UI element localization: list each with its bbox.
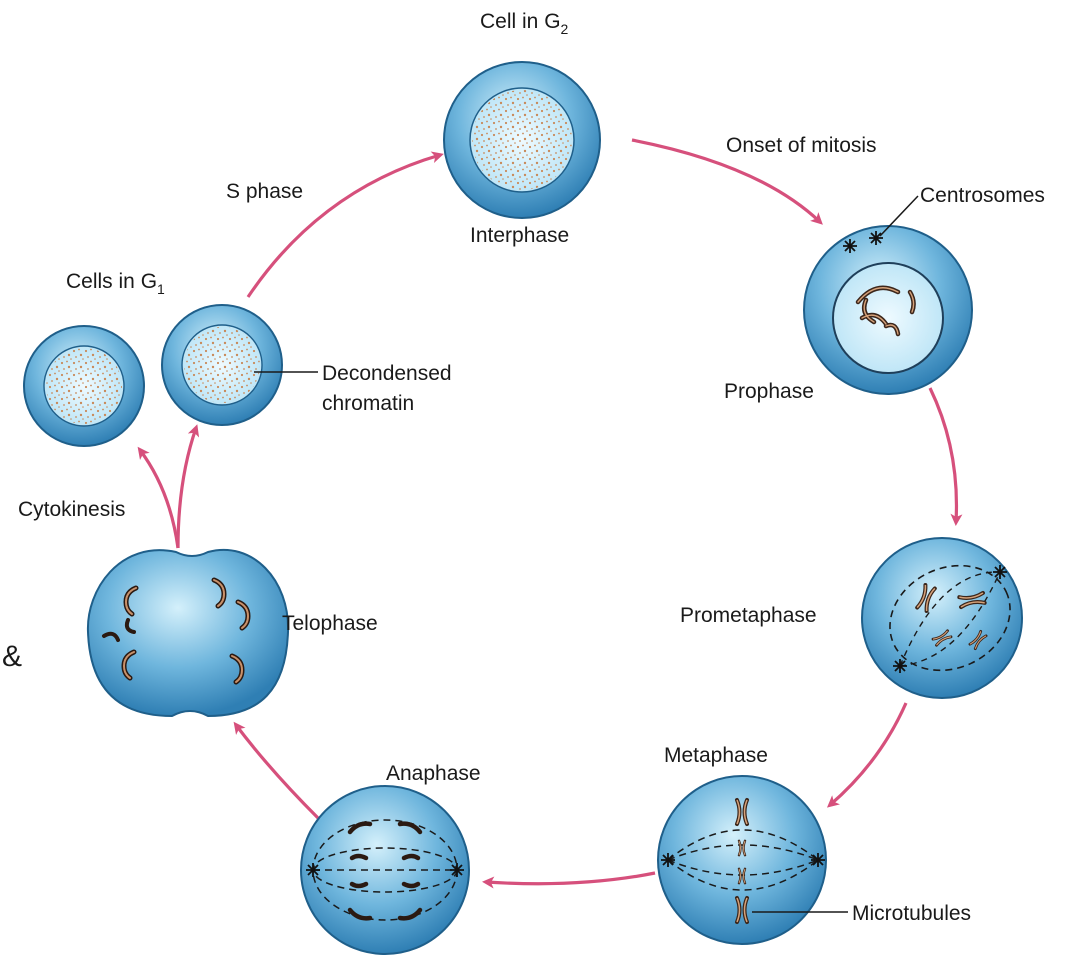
spindle-pole-icon — [811, 853, 825, 867]
arrow-cytokinesis-left — [140, 450, 178, 548]
spindle-pole-icon — [993, 565, 1007, 579]
spindle-pole-icon — [661, 853, 675, 867]
arrow-prophase-to-prometaphase — [930, 388, 956, 522]
label-prometaphase: Prometaphase — [680, 604, 817, 627]
spindle-pole-icon — [893, 659, 907, 673]
arrow-cytokinesis-right — [178, 428, 196, 548]
label-centrosomes: Centrosomes — [920, 184, 1045, 207]
label-prophase: Prophase — [724, 380, 814, 403]
spindle-pole-icon — [306, 863, 320, 877]
label-cell-in-g2: Cell in G2 — [480, 10, 569, 37]
arrow-prometaphase-to-metaphase — [830, 703, 906, 805]
label-microtubules: Microtubules — [852, 902, 971, 925]
arrow-s-phase — [248, 155, 440, 297]
label-chromatin: chromatin — [322, 392, 414, 415]
cell-prometaphase — [862, 538, 1027, 698]
cell-metaphase — [658, 776, 826, 944]
centrosome-icon — [843, 239, 857, 253]
cell-telophase — [88, 550, 288, 716]
cell-g1-left — [24, 326, 144, 446]
label-onset-of-mitosis: Onset of mitosis — [726, 134, 877, 157]
label-cytokinesis: Cytokinesis — [18, 498, 125, 521]
centrosome-icon — [869, 231, 883, 245]
label-decondensed: Decondensed — [322, 362, 452, 385]
label-anaphase: Anaphase — [386, 762, 481, 785]
cell-g1-right — [162, 305, 282, 425]
label-telophase: Telophase — [282, 612, 378, 635]
label-s-phase: S phase — [226, 180, 303, 203]
arrow-metaphase-to-anaphase — [486, 873, 655, 884]
stray-mark: & — [2, 640, 22, 673]
spindle-pole-icon — [450, 863, 464, 877]
label-interphase: Interphase — [470, 224, 569, 247]
label-cells-in-g1: Cells in G1 — [66, 270, 165, 297]
cell-g2 — [444, 62, 600, 218]
cell-anaphase — [301, 786, 469, 954]
cell-prophase — [804, 226, 972, 394]
arrow-anaphase-to-telophase — [236, 725, 318, 818]
label-metaphase: Metaphase — [664, 744, 768, 767]
